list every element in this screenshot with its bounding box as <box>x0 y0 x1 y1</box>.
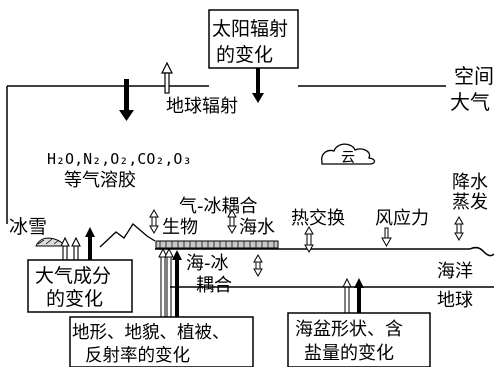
atmosphere-label: 大气 <box>450 90 490 114</box>
atm-box-line-2: 的变化 <box>46 288 103 310</box>
space-label: 空间 <box>454 64 494 88</box>
cloud-label: 云 <box>341 150 355 166</box>
basin-box-line-1: 海盆形状、含 <box>295 319 403 340</box>
atmosphere-composition-solid-arrow <box>85 227 95 261</box>
wind-stress-down-arrow <box>381 227 392 248</box>
ice-snow-label: 冰雪 <box>9 216 47 238</box>
solar-radiation-box: 太阳辐射 的变化 <box>208 9 299 69</box>
solar-input-down-arrow <box>252 68 264 103</box>
solar-box-line-2: 的变化 <box>216 44 273 66</box>
sea-ice-coupling-label-2: 耦合 <box>196 275 232 296</box>
atm-box-line-1: 大气成分 <box>35 265 111 287</box>
aerosol-label: 等气溶胶 <box>64 170 136 191</box>
ice-snow-up-arrow-1 <box>60 236 70 263</box>
solar-box-line-1: 太阳辐射 <box>212 18 288 40</box>
mountain-outline <box>99 223 156 248</box>
wind-stress-label: 风应力 <box>375 208 429 229</box>
ocean-basin-up-arrows <box>342 277 364 314</box>
precip-evap-double-arrow <box>454 215 464 242</box>
heat-exchange-label: 热交换 <box>291 208 345 229</box>
ocean-basin-box: 海盆形状、含 盐量的变化 <box>287 312 431 367</box>
ice-snow-mound-icon <box>35 237 68 247</box>
earth-radiation-label: 地球辐射 <box>166 96 238 117</box>
ice-snow-up-arrow-2 <box>71 236 81 263</box>
ocean-label: 海洋 <box>437 261 473 282</box>
sea-ice-block <box>155 240 279 249</box>
seawater-label: 海水 <box>239 217 275 238</box>
ocean-wave <box>469 246 494 257</box>
cloud-icon: 云 <box>321 143 376 166</box>
sea-ice-double-arrow <box>253 253 263 278</box>
terrain-change-box: 地形、地貌、植被、 反射率的变化 <box>69 316 254 367</box>
precip-evap-label-1: 降水 <box>452 172 488 193</box>
atmosphere-composition-box: 大气成分 的变化 <box>27 259 133 313</box>
composition-formula: H₂O,N₂,O₂,CO₂,O₃ <box>47 150 192 168</box>
basin-box-line-2: 盐量的变化 <box>304 343 394 364</box>
earth-radiation-up-arrow <box>161 61 173 94</box>
terrain-up-arrows <box>158 247 182 318</box>
biology-double-arrow <box>149 208 159 235</box>
air-ice-coupling-label: 气-冰耦合 <box>179 196 258 217</box>
precip-evap-label-2: 蒸发 <box>452 192 488 213</box>
heat-exchange-double-arrow <box>304 225 314 254</box>
seawater-double-arrow <box>227 208 237 235</box>
sea-ice-coupling-label-1: 海-冰 <box>186 253 229 274</box>
earth-label: 地球 <box>437 290 473 311</box>
terrain-box-line-1: 地形、地貌、植被、 <box>72 323 230 343</box>
biology-label: 生物 <box>162 217 198 238</box>
radiation-down-arrow <box>119 79 134 121</box>
terrain-box-line-2: 反射率的变化 <box>85 346 190 366</box>
